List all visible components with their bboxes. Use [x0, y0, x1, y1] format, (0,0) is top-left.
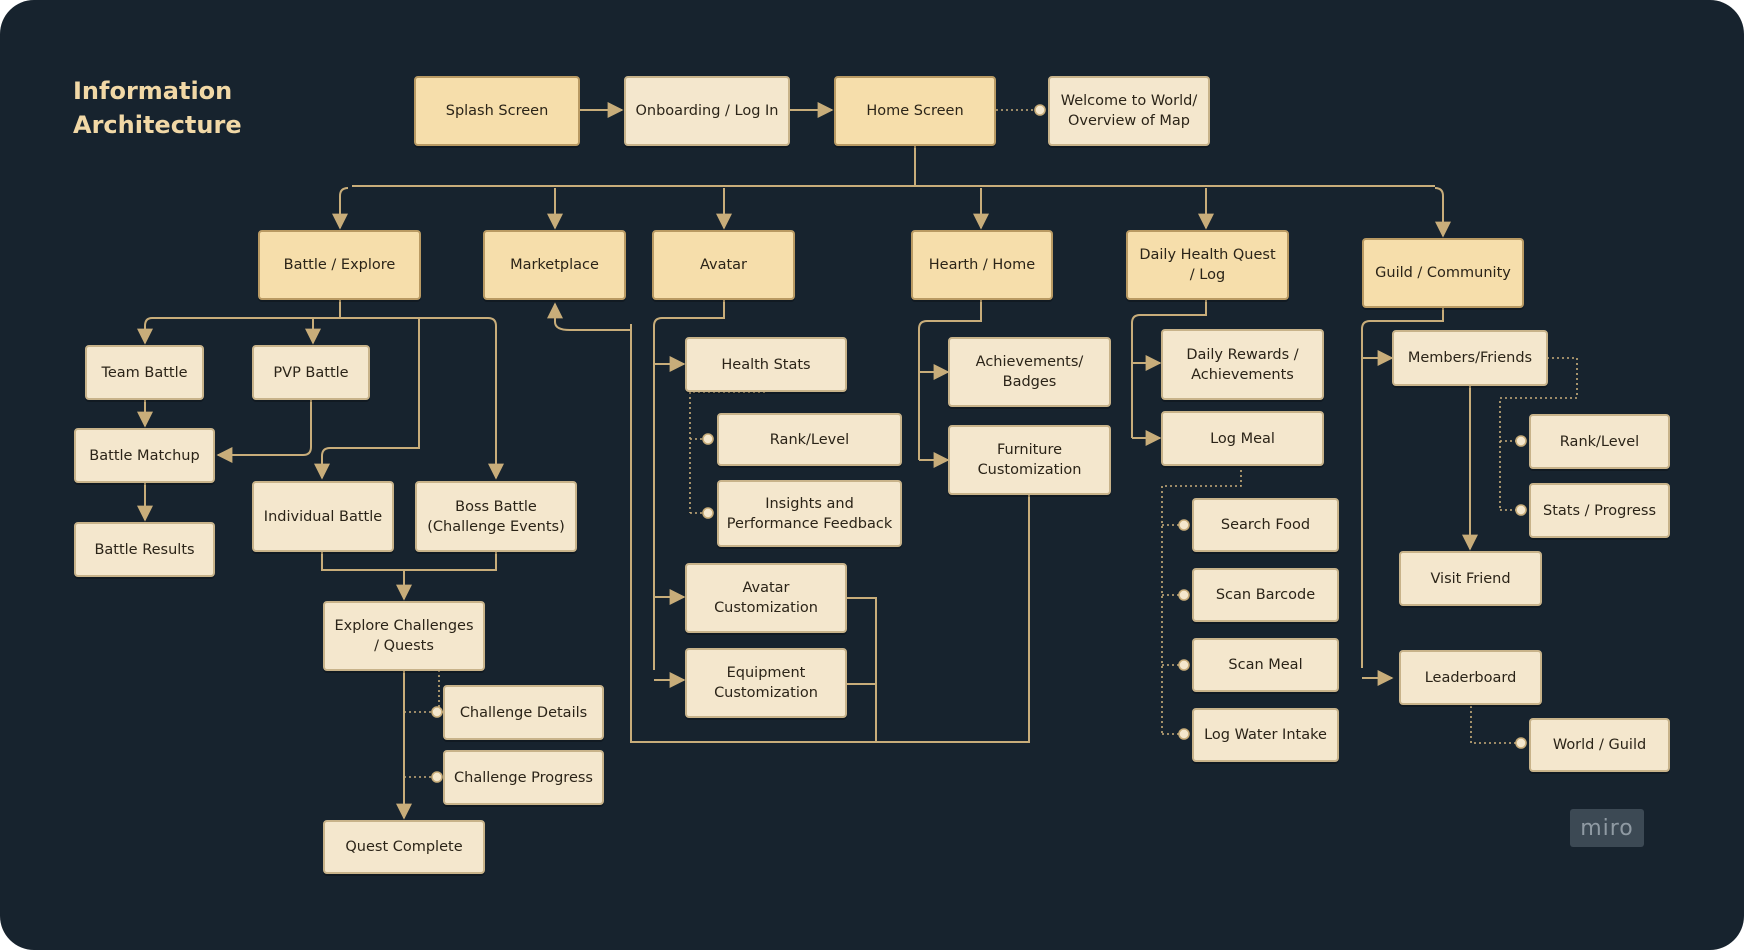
node-equipment-customization[interactable]: Equipment Customization [685, 648, 847, 718]
node-stats-progress[interactable]: Stats / Progress [1529, 483, 1670, 538]
node-daily-health-quest[interactable]: Daily Health Quest / Log [1126, 230, 1289, 300]
node-scan-meal[interactable]: Scan Meal [1192, 638, 1339, 692]
node-challenge-progress[interactable]: Challenge Progress [443, 750, 604, 805]
node-avatar[interactable]: Avatar [652, 230, 795, 300]
node-battle-explore[interactable]: Battle / Explore [258, 230, 421, 300]
node-insights-feedback[interactable]: Insights and Performance Feedback [717, 480, 902, 547]
node-log-water-intake[interactable]: Log Water Intake [1192, 708, 1339, 762]
node-battle-results[interactable]: Battle Results [74, 522, 215, 577]
node-achievements-badges[interactable]: Achievements/ Badges [948, 337, 1111, 407]
node-challenge-details[interactable]: Challenge Details [443, 685, 604, 740]
node-visit-friend[interactable]: Visit Friend [1399, 551, 1542, 606]
node-battle-matchup[interactable]: Battle Matchup [74, 428, 215, 483]
node-quest-complete[interactable]: Quest Complete [323, 820, 485, 874]
node-rank-level-avatar[interactable]: Rank/Level [717, 413, 902, 466]
node-avatar-customization[interactable]: Avatar Customization [685, 563, 847, 633]
node-log-meal[interactable]: Log Meal [1161, 411, 1324, 466]
node-scan-barcode[interactable]: Scan Barcode [1192, 568, 1339, 622]
node-world-guild[interactable]: World / Guild [1529, 718, 1670, 772]
node-marketplace[interactable]: Marketplace [483, 230, 626, 300]
node-daily-rewards[interactable]: Daily Rewards / Achievements [1161, 329, 1324, 400]
miro-watermark: miro [1570, 809, 1644, 847]
node-rank-level-guild[interactable]: Rank/Level [1529, 414, 1670, 469]
node-home-screen[interactable]: Home Screen [834, 76, 996, 146]
node-onboarding-login[interactable]: Onboarding / Log In [624, 76, 790, 146]
diagram-title: Information Architecture [73, 77, 242, 139]
node-team-battle[interactable]: Team Battle [85, 345, 204, 400]
node-furniture-customization[interactable]: Furniture Customization [948, 425, 1111, 495]
node-individual-battle[interactable]: Individual Battle [252, 481, 394, 552]
node-boss-battle[interactable]: Boss Battle (Challenge Events) [415, 481, 577, 552]
node-search-food[interactable]: Search Food [1192, 498, 1339, 552]
node-hearth-home[interactable]: Hearth / Home [911, 230, 1053, 300]
node-guild-community[interactable]: Guild / Community [1362, 238, 1524, 308]
node-pvp-battle[interactable]: PVP Battle [252, 345, 370, 400]
node-health-stats[interactable]: Health Stats [685, 337, 847, 392]
node-explore-challenges[interactable]: Explore Challenges / Quests [323, 601, 485, 671]
node-leaderboard[interactable]: Leaderboard [1399, 650, 1542, 705]
node-members-friends[interactable]: Members/Friends [1392, 330, 1548, 386]
node-welcome-overview[interactable]: Welcome to World/ Overview of Map [1048, 76, 1210, 146]
node-splash-screen[interactable]: Splash Screen [414, 76, 580, 146]
